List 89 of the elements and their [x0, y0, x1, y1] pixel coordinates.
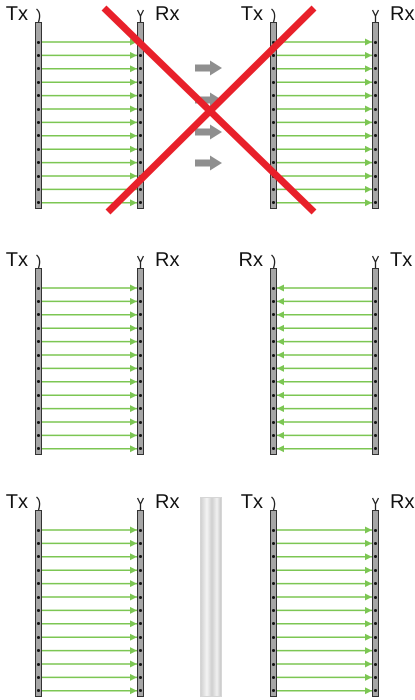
light-beam-arrow: [277, 526, 372, 534]
light-beam-arrow: [277, 594, 372, 600]
light-beam-arrow: [277, 65, 372, 72]
light-beam-arrow: [42, 118, 137, 126]
light-beam-arrow: [42, 311, 137, 318]
light-beam-arrow: [42, 324, 137, 332]
light-beam-arrow: [42, 566, 137, 574]
light-beam-arrow: [277, 284, 372, 292]
light-beam-arrow: [42, 78, 137, 86]
light-beam-arrow: [42, 146, 137, 153]
light-beam-arrow: [42, 687, 137, 694]
light-beam-arrow: [277, 364, 372, 372]
light-beam-arrow: [42, 594, 137, 600]
sensor-label: Rx: [390, 491, 414, 513]
light-beam-arrow: [42, 38, 137, 46]
light-beam-arrow: [277, 432, 372, 439]
light-beam-arrow: [277, 392, 372, 399]
light-beam-arrow: [277, 311, 372, 318]
light-beam-arrow: [42, 606, 137, 614]
light-beam-arrow: [277, 118, 372, 126]
light-beam-arrow: [277, 92, 372, 100]
light-beam-arrow: [277, 298, 372, 305]
light-beam-arrow: [42, 418, 137, 426]
light-beam-arrow: [277, 378, 372, 386]
light-beam-arrow: [42, 338, 137, 346]
light-beam-arrow: [42, 92, 137, 100]
light-beam-arrow: [42, 132, 137, 140]
sensor-label: Tx: [240, 491, 263, 513]
sensor-label: Rx: [155, 3, 180, 25]
light-beam-arrow: [277, 78, 372, 86]
light-beam-arrow: [42, 620, 137, 628]
sensor-label: Tx: [390, 249, 412, 271]
sensor-label: Tx: [6, 249, 28, 271]
light-beam-arrow: [277, 159, 372, 166]
sensor-label: Rx: [390, 3, 414, 25]
light-beam-arrow: [42, 364, 137, 372]
sensor-label: Rx: [238, 249, 263, 271]
light-beam-arrow: [42, 660, 137, 668]
sensor-label: Rx: [155, 491, 180, 513]
light-beam-arrow: [277, 674, 372, 681]
light-beam-arrow: [277, 647, 372, 654]
light-beam-arrow: [277, 352, 372, 358]
light-beam-arrow: [42, 159, 137, 166]
reflector-bar: [200, 497, 222, 697]
light-beam-arrow: [277, 445, 372, 452]
light-beam-arrow: [42, 553, 137, 560]
light-beam-arrow: [42, 199, 137, 206]
light-beam-arrow: [42, 352, 137, 358]
light-beam-arrow: [277, 606, 372, 614]
light-beam-arrow: [42, 405, 137, 412]
light-beam-arrow: [42, 392, 137, 399]
light-beam-arrow: [277, 146, 372, 153]
light-beam-arrow: [277, 580, 372, 588]
light-beam-arrow: [277, 687, 372, 694]
light-beam-arrow: [277, 566, 372, 574]
light-beam-arrow: [42, 298, 137, 305]
light-beam-arrow: [277, 405, 372, 412]
light-beam-arrow: [277, 540, 372, 547]
light-beam-arrow: [277, 324, 372, 332]
light-beam-arrow: [42, 674, 137, 681]
light-beam-arrow: [42, 172, 137, 180]
sensor-label: Tx: [240, 3, 263, 25]
sensor-label: Rx: [155, 249, 180, 271]
light-beam-arrow: [42, 540, 137, 547]
sensor-label: Tx: [6, 3, 28, 25]
light-beam-arrow: [277, 553, 372, 560]
light-beam-arrow: [277, 52, 372, 59]
light-beam-arrow: [42, 445, 137, 452]
light-beam-arrow: [277, 634, 372, 641]
light-beam-arrow: [42, 284, 137, 292]
light-beam-arrow: [42, 186, 137, 193]
light-beam-arrow: [277, 132, 372, 140]
light-beam-arrow: [277, 418, 372, 426]
light-beam-arrow: [42, 106, 137, 112]
light-beam-arrow: [277, 106, 372, 112]
light-beam-arrow: [277, 660, 372, 668]
light-beam-arrow: [42, 52, 137, 59]
light-beam-arrow: [42, 432, 137, 439]
light-beam-arrow: [42, 580, 137, 588]
light-beam-arrow: [42, 634, 137, 641]
light-beam-arrow: [42, 647, 137, 654]
light-beam-arrow: [277, 186, 372, 193]
light-beam-arrow: [277, 338, 372, 346]
light-beam-arrow: [42, 378, 137, 386]
sensor-label: Tx: [6, 491, 28, 513]
light-beam-arrow: [277, 620, 372, 628]
light-beam-arrow: [277, 199, 372, 206]
light-beam-arrow: [42, 65, 137, 72]
light-beam-arrow: [42, 526, 137, 534]
